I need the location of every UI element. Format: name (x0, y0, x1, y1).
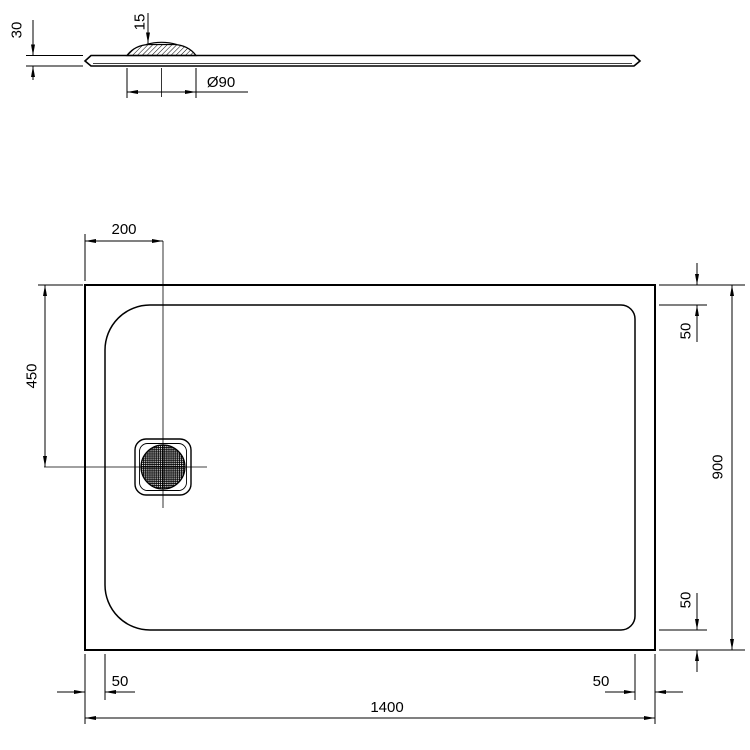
plan-view: 200 450 50 900 50 (24, 221, 745, 724)
dim-1400-label: 1400 (370, 699, 403, 716)
dim-50-bottom-left-label: 50 (112, 673, 129, 690)
dim-bottom-left-margin-50: 50 (57, 673, 135, 694)
dim-200-label: 200 (111, 221, 136, 238)
dim-waste-height-15: 15 (132, 13, 150, 44)
dim-bottom-right-margin-50: 50 (593, 673, 683, 694)
dim-50-bottom-right-side-label: 50 (678, 592, 695, 609)
dim-50-bottom-right-label: 50 (593, 673, 610, 690)
dim-right-bottom-margin-50: 50 (678, 592, 699, 672)
dim-waste-diameter-label: Ø90 (207, 74, 235, 91)
dim-450-label: 450 (24, 363, 41, 388)
dim-waste-height-label: 15 (132, 14, 149, 31)
side-view: 30 15 Ø90 (9, 13, 642, 98)
tray-profile (83, 54, 642, 67)
dim-900-label: 900 (710, 454, 727, 479)
dim-right-top-margin-50: 50 (678, 263, 699, 342)
drain-centerlines (44, 241, 207, 508)
tray-inner-edge (104, 304, 636, 631)
bottom-extension-lines (84, 654, 656, 724)
dim-thickness-label: 30 (9, 22, 26, 39)
dim-drain-offset-top-450: 450 (24, 284, 83, 467)
dim-waste-diameter-90: Ø90 (126, 68, 248, 98)
dim-width-1400: 1400 (85, 699, 655, 720)
dim-depth-900: 900 (710, 285, 734, 650)
waste-dome (125, 41, 198, 97)
dim-50-top-right-label: 50 (678, 323, 695, 340)
dim-drain-offset-left-200: 200 (84, 221, 163, 281)
dim-thickness-30: 30 (9, 20, 83, 80)
